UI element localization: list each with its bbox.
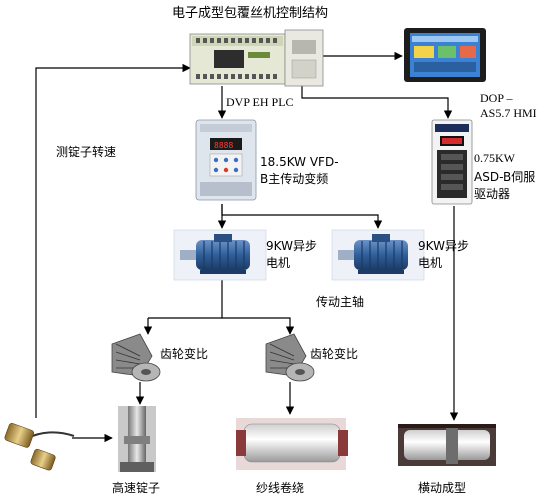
speed-sensor xyxy=(4,423,75,471)
servo-label-line2: ASD-B伺服 xyxy=(474,170,535,184)
spindle-label: 高速锭子 xyxy=(112,480,160,495)
vfd-motors-split xyxy=(221,204,383,229)
speed-feedback-line xyxy=(35,63,191,418)
motor-shaft-split xyxy=(221,280,295,335)
plc-unit xyxy=(189,29,324,87)
gear-left xyxy=(111,333,161,382)
servo-label-line1: 0.75KW xyxy=(474,151,516,165)
motor-right xyxy=(331,229,425,281)
motor-left xyxy=(173,229,267,281)
main-shaft-label: 传动主轴 xyxy=(316,294,364,309)
plc-servo-link xyxy=(301,86,453,119)
vfd-unit: 8888 xyxy=(195,119,257,201)
gear-right xyxy=(265,333,315,382)
vfd-label-line2: B主传动变频 xyxy=(260,171,328,186)
gear-right-label: 齿轮变比 xyxy=(310,346,358,361)
connection-lines xyxy=(35,51,459,443)
servo-drive-unit xyxy=(431,119,473,205)
traverse-photo xyxy=(398,424,496,466)
gear-left-label: 齿轮变比 xyxy=(160,346,208,361)
vfd-label-line1: 18.5KW VFD- xyxy=(260,155,339,169)
motor-right-label-line2: 电机 xyxy=(418,256,442,270)
plc-label: DVP EH PLC xyxy=(226,95,294,109)
diagram-title: 电子成型包覆丝机控制结构 xyxy=(172,6,328,21)
motor-left-label-line1: 9KW异步 xyxy=(266,239,317,253)
hmi-label-line2: AS5.7 HMI xyxy=(480,106,537,120)
svg-text:8888: 8888 xyxy=(214,141,233,150)
traverse-label: 横动成型 xyxy=(418,481,466,495)
yarn-roller-photo xyxy=(236,418,348,470)
speed-feedback-label: 测锭子转速 xyxy=(56,144,116,159)
motor-right-label-line1: 9KW异步 xyxy=(418,239,469,253)
hmi-label-line1: DOP – xyxy=(480,91,514,105)
spindle-photo xyxy=(118,406,156,472)
yarn-roller-label: 纱线卷绕 xyxy=(256,480,304,495)
motor-left-label-line2: 电机 xyxy=(266,256,290,270)
servo-label-line3: 驱动器 xyxy=(474,187,510,201)
hmi-unit xyxy=(404,28,486,82)
